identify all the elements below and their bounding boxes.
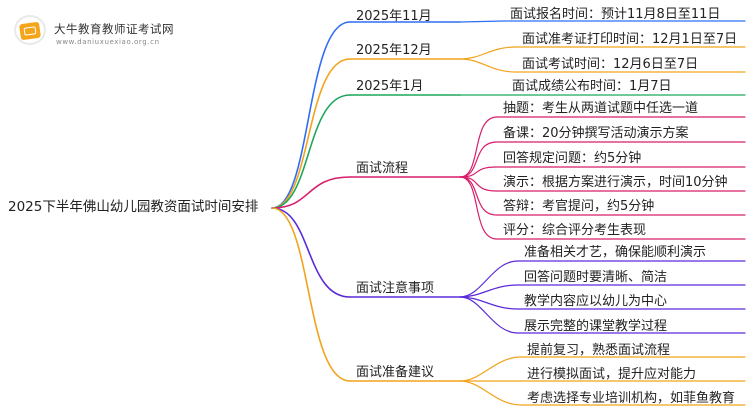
leaf-item: 备课：20分钟撰写活动演示方案 [503, 126, 689, 141]
branch-label: 2025年12月 [356, 43, 432, 58]
branch-label: 面试准备建议 [356, 365, 435, 380]
leaf-item: 考虑选择专业培训机构，如菲鱼教育 [527, 391, 736, 406]
mindmap-root-title: 2025下半年佛山幼儿园教资面试时间安排 [8, 199, 259, 215]
leaf-item: 面试考试时间：12月6日至7日 [522, 57, 699, 72]
connector-line [459, 176, 498, 216]
logo-site-name: 大牛教育教师证考试网 [54, 22, 174, 36]
leaf-item: 回答规定问题：约5分钟 [503, 151, 642, 166]
branch-label: 2025年1月 [356, 79, 424, 94]
leaf-item: 评分：综合评分考生表现 [503, 223, 647, 238]
connector-line [271, 58, 351, 209]
leaf-item: 准备相关才艺，确保能顺利演示 [524, 245, 707, 260]
branch-label: 面试流程 [356, 161, 409, 176]
connector-line [271, 21, 351, 209]
connector-line [271, 176, 351, 209]
connector-line [459, 141, 498, 178]
branch-label: 2025年11月 [356, 9, 432, 24]
connector-line [459, 46, 517, 60]
leaf-item: 教学内容应以幼儿为中心 [524, 294, 668, 309]
graduation-book-icon [18, 21, 42, 41]
leaf-item: 回答问题时要清晰、简洁 [524, 270, 668, 285]
connector-line [459, 380, 522, 406]
connector-line [459, 260, 519, 298]
connector-line [271, 94, 351, 209]
leaf-item: 面试成绩公布时间：1月7日 [512, 79, 672, 94]
leaf-item: 答辩：考官提问，约5分钟 [503, 199, 655, 214]
logo-ring [14, 15, 46, 45]
connector-line [271, 207, 351, 298]
connector-line [459, 356, 522, 382]
connector-line [459, 284, 519, 298]
connector-line [459, 20, 505, 23]
leaf-item: 面试准考证打印时间：12月1日至7日 [522, 32, 738, 47]
leaf-item: 提前复习，熟悉面试流程 [527, 343, 671, 358]
leaf-item: 展示完整的课堂教学过程 [524, 319, 668, 334]
leaf-item: 抽题：考生从两道试题中任选一道 [503, 101, 699, 116]
logo-site-url: www.daniuxuexiao.org.cn [56, 38, 160, 46]
connector-line [459, 296, 519, 334]
connector-line [459, 58, 517, 73]
leaf-item: 进行模拟面试，提升应对能力 [527, 367, 697, 382]
connector-line [459, 116, 498, 178]
site-logo: 大牛教育教师证考试网 www.daniuxuexiao.org.cn [14, 9, 204, 49]
branch-label: 面试注意事项 [356, 281, 435, 296]
leaf-item: 演示：根据方案进行演示，时间10分钟 [503, 175, 728, 190]
leaf-item: 面试报名时间：预计11月8日至11日 [510, 7, 721, 22]
connector-line [459, 176, 498, 240]
connector-line [271, 207, 351, 382]
